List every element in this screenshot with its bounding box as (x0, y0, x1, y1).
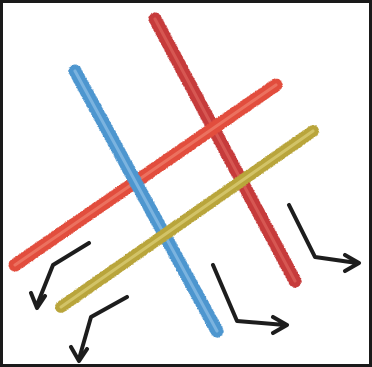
arrow-right-upper (289, 205, 359, 271)
sticks-illustration (3, 3, 369, 364)
arrow-left-bottom (71, 297, 127, 361)
arrow-right-middle (213, 265, 287, 333)
blue-stick-highlight (75, 71, 217, 331)
